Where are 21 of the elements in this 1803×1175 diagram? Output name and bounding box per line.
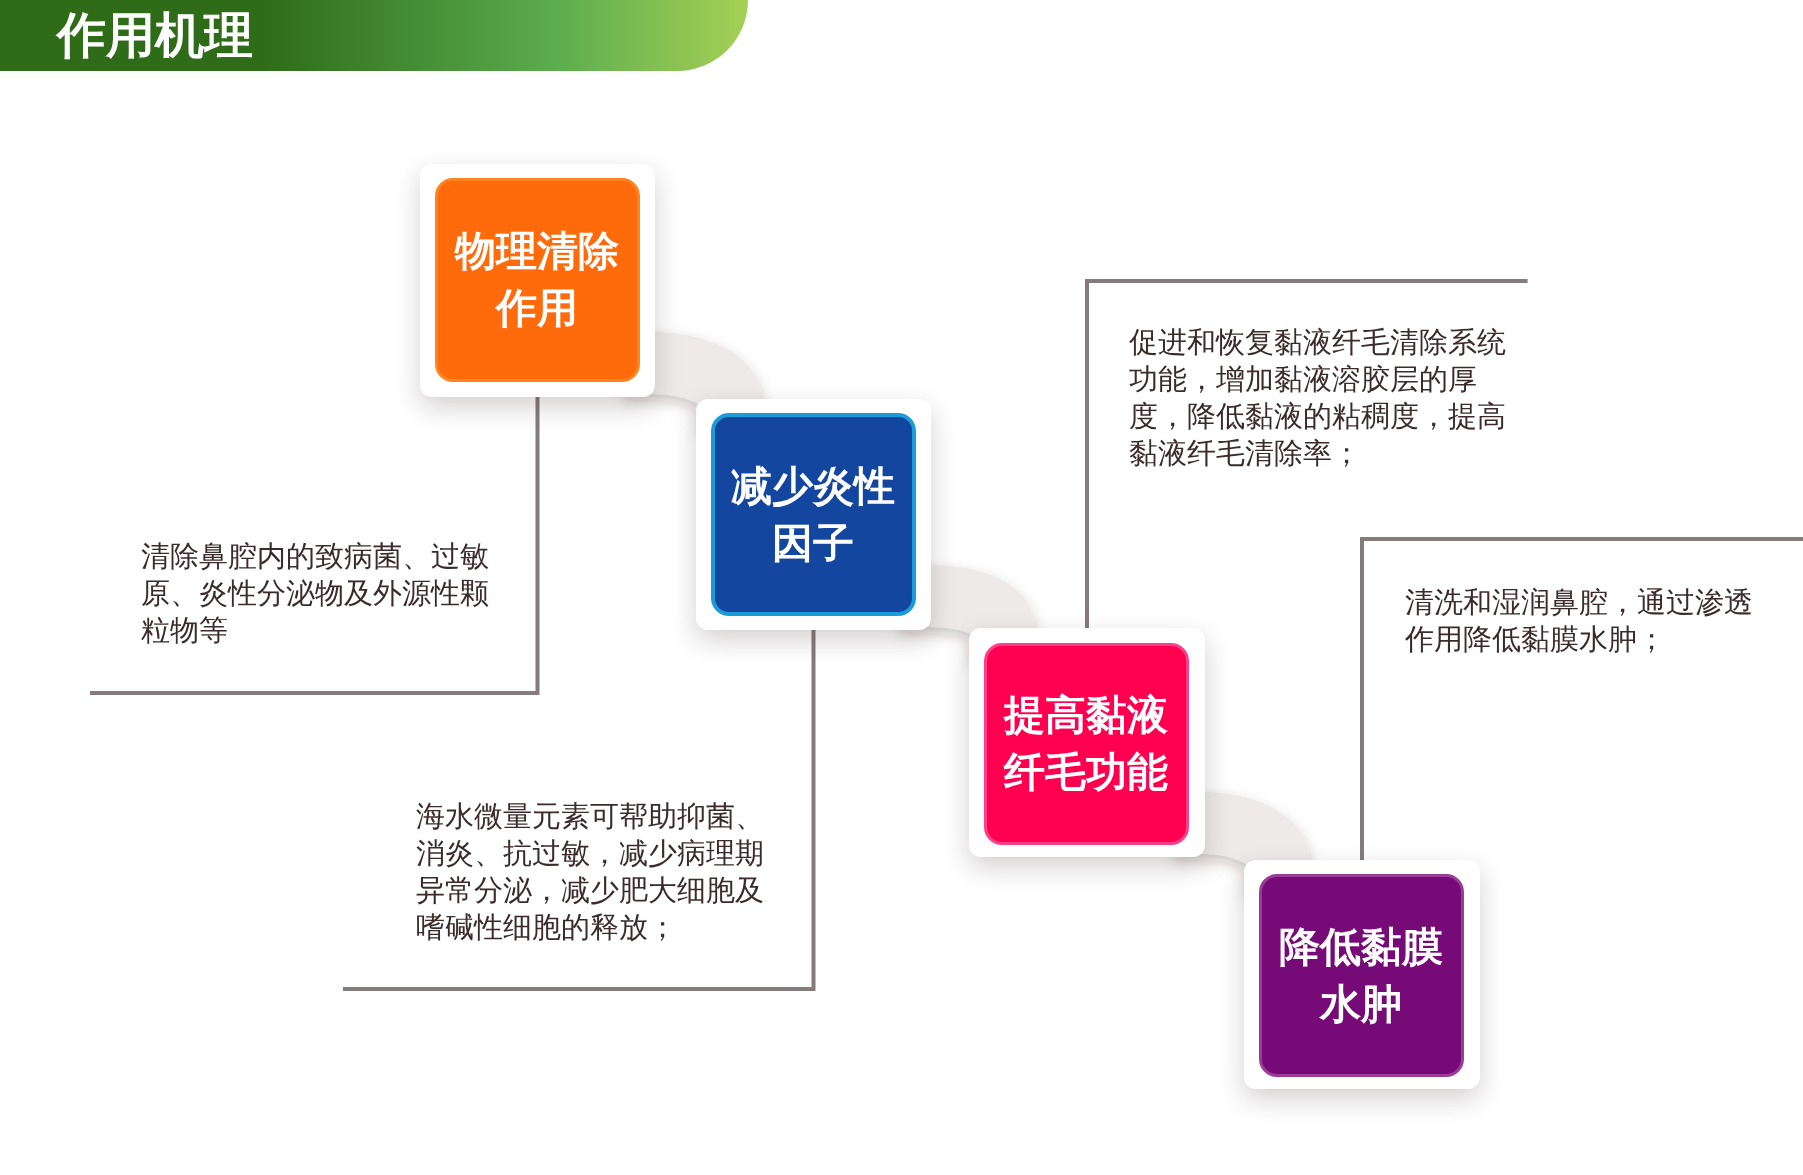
step-tile bbox=[435, 178, 640, 382]
description-text: 促进和恢复黏液纤毛清除系统功能，增加黏液溶胶层的厚度，降低黏液的粘稠度，提高黏液纤毛清除率； bbox=[1129, 324, 1518, 472]
step-card bbox=[1244, 860, 1480, 1089]
step-card bbox=[420, 164, 655, 397]
step-title: 提高黏液纤毛功能 bbox=[1002, 691, 1170, 797]
title-text: 作用机理 bbox=[57, 11, 253, 60]
step-tile bbox=[1259, 874, 1464, 1077]
step-title: 降低黏膜水肿 bbox=[1278, 922, 1445, 1029]
leader-line bbox=[343, 628, 816, 991]
description-text: 清除鼻腔内的致病菌、过敏原、炎性分泌物及外源性颗粒物等 bbox=[141, 538, 501, 649]
step-title: 减少炎性因子 bbox=[730, 461, 897, 568]
leader-line bbox=[1360, 537, 1803, 862]
step-tile bbox=[711, 413, 916, 616]
description-text: 海水微量元素可帮助抑菌、消炎、抗过敏，减少病理期异常分泌，减少肥大细胞及嗜碱性细胞的释放； bbox=[416, 798, 776, 946]
step-card bbox=[696, 399, 931, 630]
step-card bbox=[969, 628, 1205, 857]
leader-line bbox=[90, 395, 540, 695]
step-title: 物理清除作用 bbox=[453, 227, 621, 333]
description-text: 清洗和湿润鼻腔，通过渗透作用降低黏膜水肿； bbox=[1405, 584, 1765, 658]
leader-line bbox=[1085, 279, 1528, 630]
step-tile bbox=[984, 643, 1189, 845]
